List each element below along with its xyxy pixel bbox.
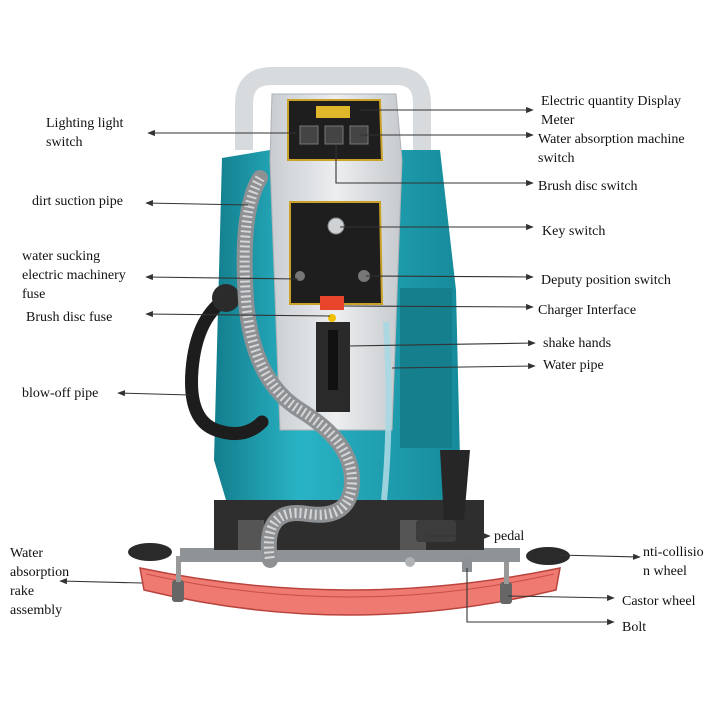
label-lighting-light-switch: Lighting light switch <box>46 116 124 150</box>
blow-off-pipe <box>185 293 269 441</box>
anti-collision-wheel-right <box>526 547 570 565</box>
label-blow-off-pipe: blow-off pipe <box>22 386 99 401</box>
anti-collision-wheel-left <box>128 543 172 561</box>
castor-wheel-left <box>172 556 184 602</box>
label-electric-quantity-display-meter: Electric quantity Display Meter <box>541 94 681 128</box>
pedal[interactable] <box>416 520 456 542</box>
label-water-sucking-fuse: water sucking electric machinery fuse <box>22 249 126 302</box>
leader-lines <box>59 106 641 626</box>
label-dirt-suction-pipe: dirt suction pipe <box>32 194 123 209</box>
label-water-absorption-machine-switch: Water absorption machine switch <box>538 132 685 166</box>
water-absorption-rake <box>139 567 561 616</box>
label-deputy-position-switch: Deputy position switch <box>541 273 671 288</box>
label-charger-interface: Charger Interface <box>538 303 637 318</box>
label-brush-disc-fuse: Brush disc fuse <box>26 310 113 325</box>
deputy-position-switch[interactable] <box>358 270 370 282</box>
label-shake-hands: shake hands <box>543 336 612 351</box>
bolt <box>462 556 472 572</box>
label-water-absorption-rake-assembly: Water absorption rake assembly <box>10 546 70 618</box>
electric-quantity-display-meter <box>316 106 350 118</box>
dirt-suction-pipe <box>236 170 361 568</box>
handle[interactable] <box>235 67 431 150</box>
label-bolt: Bolt <box>622 620 647 635</box>
lighting-light-switch[interactable] <box>299 125 319 145</box>
label-castor-wheel: Castor wheel <box>622 594 696 609</box>
castor-wheel-right <box>500 558 512 604</box>
label-key-switch: Key switch <box>542 224 606 239</box>
brush-disc-switch[interactable] <box>324 125 344 145</box>
label-water-pipe: Water pipe <box>543 358 604 373</box>
brush-disc-fuse[interactable] <box>328 314 336 322</box>
label-anti-collision-wheel: nti-collisio n wheel <box>643 545 704 579</box>
charger-interface[interactable] <box>320 296 344 310</box>
middle-control-panel <box>289 201 384 305</box>
label-pedal: pedal <box>494 529 525 544</box>
key-switch[interactable] <box>327 217 345 235</box>
label-brush-disc-switch: Brush disc switch <box>538 179 638 194</box>
